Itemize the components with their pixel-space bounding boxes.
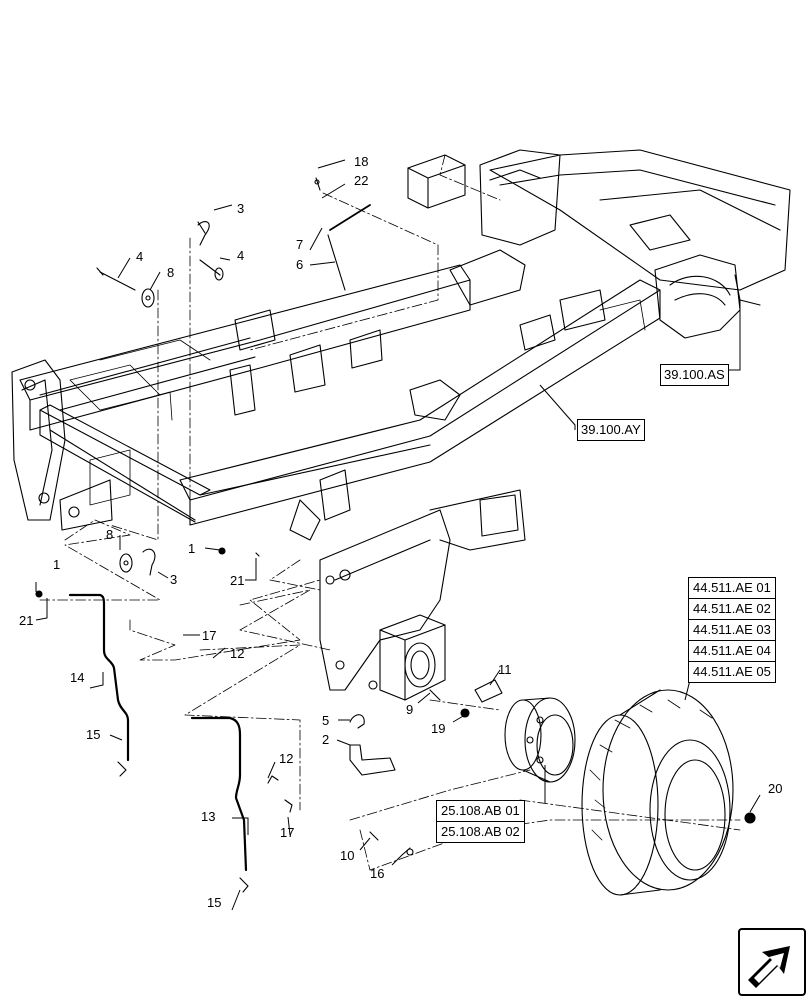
part-hose-14 <box>35 590 130 777</box>
ref-link-wheel-01[interactable]: 44.511.AE 01 <box>689 578 775 599</box>
left-front-bracket <box>11 359 113 531</box>
part-wheel-hub <box>504 697 576 783</box>
callout-4-right: 4 <box>237 248 245 263</box>
center-vertical-bracket <box>319 489 526 691</box>
callout-5: 5 <box>322 713 330 728</box>
wheel-reference-stack: 44.511.AE 01 44.511.AE 02 44.511.AE 03 4… <box>688 577 776 683</box>
callout-6: 6 <box>296 257 304 272</box>
callout-21-left: 21 <box>19 613 34 628</box>
part-nut-20 <box>744 812 756 824</box>
part-rod-6-7 <box>314 177 371 291</box>
axle-mount-box <box>379 614 446 701</box>
callout-12-top: 12 <box>230 646 245 661</box>
part-pin-4-right <box>199 259 224 281</box>
part-hose-13 <box>190 716 293 893</box>
callout-22: 22 <box>354 173 369 188</box>
callout-1-left: 1 <box>53 557 61 572</box>
part-tire <box>581 689 734 896</box>
callout-8-bottom: 8 <box>106 527 114 542</box>
callout-20: 20 <box>768 781 783 796</box>
callout-14: 14 <box>70 670 85 685</box>
callout-19: 19 <box>431 721 446 736</box>
callout-17-top: 17 <box>202 628 217 643</box>
part-washer-8-bottom <box>119 553 133 573</box>
part-clip-3-bottom <box>142 548 156 576</box>
ref-link-wheel-03[interactable]: 44.511.AE 03 <box>689 620 775 641</box>
part-bolt-10 <box>369 831 379 841</box>
ref-link-hub-01[interactable]: 25.108.AB 01 <box>437 801 524 822</box>
part-nut-19 <box>460 708 470 718</box>
next-page-button[interactable] <box>738 928 806 996</box>
frame-front-crossmember <box>39 404 211 523</box>
part-plate-2 <box>349 744 396 776</box>
callout-15-top: 15 <box>86 727 101 742</box>
rear-saddle <box>654 254 741 339</box>
part-sleeve-11 <box>474 679 503 703</box>
callout-17-bottom: 17 <box>280 825 295 840</box>
callout-10: 10 <box>340 848 355 863</box>
callout-13: 13 <box>201 809 216 824</box>
part-pin-16 <box>401 847 414 856</box>
callout-11: 11 <box>498 662 512 677</box>
callout-7: 7 <box>296 237 304 252</box>
callout-15-bottom: 15 <box>207 895 222 910</box>
next-page-arrow-icon <box>748 946 790 988</box>
frame-right-rail <box>179 279 661 526</box>
rear-deck-frame <box>489 149 791 306</box>
callout-2: 2 <box>322 732 330 747</box>
frame-left-rail <box>19 264 471 431</box>
part-bolt-9 <box>429 689 441 701</box>
part-pin-4-left <box>96 267 136 291</box>
callout-4-left: 4 <box>136 249 144 264</box>
callout-8-top: 8 <box>167 265 175 280</box>
callout-16: 16 <box>370 866 385 881</box>
callout-18: 18 <box>354 154 369 169</box>
ref-link-wheel-02[interactable]: 44.511.AE 02 <box>689 599 775 620</box>
ref-link-main-frame[interactable]: 39.100.AY <box>577 419 645 441</box>
mid-frame-brackets <box>229 289 606 541</box>
callout-1-mid: 1 <box>188 541 196 556</box>
inner-frame-details <box>69 299 646 506</box>
upper-rear-bracket <box>449 149 561 306</box>
ref-link-hub-02[interactable]: 25.108.AB 02 <box>441 824 520 839</box>
callout-21-mid: 21 <box>230 573 245 588</box>
callout-3-top: 3 <box>237 201 245 216</box>
ref-link-wheel-05[interactable]: 44.511.AE 05 <box>693 664 771 679</box>
ref-link-wheel-04[interactable]: 44.511.AE 04 <box>689 641 775 662</box>
hub-reference-stack: 25.108.AB 01 25.108.AB 02 <box>436 800 525 843</box>
part-clip-5 <box>349 714 365 729</box>
leader-lines <box>35 159 761 911</box>
part-clip-3-top <box>197 221 210 246</box>
part-fitting-1-21-mid <box>218 547 260 557</box>
callout-3-bottom: 3 <box>170 572 178 587</box>
callout-12-bottom: 12 <box>279 751 294 766</box>
part-washer-8-top <box>141 288 155 308</box>
ref-link-rear-frame[interactable]: 39.100.AS <box>660 364 729 386</box>
callout-9: 9 <box>406 702 414 717</box>
